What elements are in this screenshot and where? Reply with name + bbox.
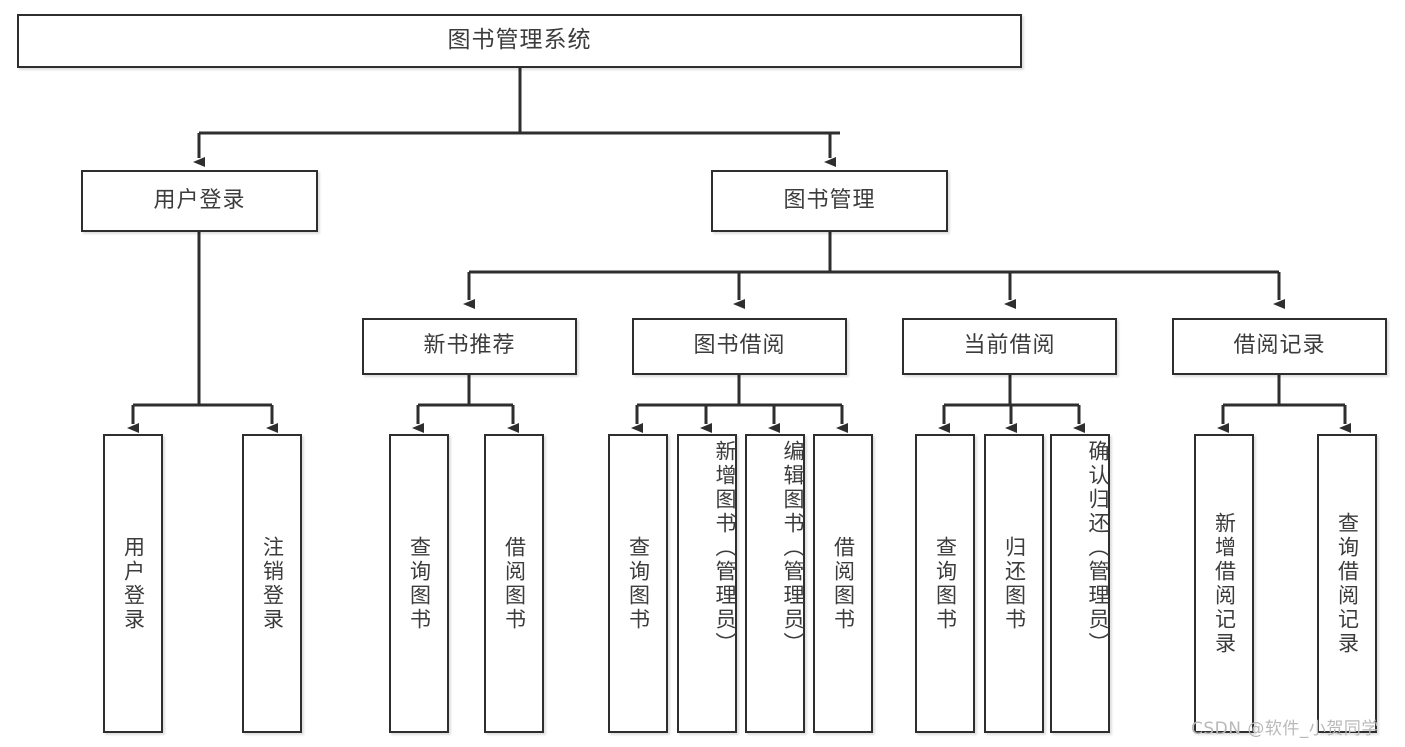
node-current-borrow[interactable]: 当前借阅 [902, 318, 1117, 375]
node-user-login[interactable]: 用户登录 [81, 170, 318, 232]
leaf-record-add-record[interactable]: 新增借阅记录 [1194, 434, 1254, 733]
leaf-record-query-record[interactable]: 查询借阅记录 [1317, 434, 1377, 733]
leaf-user-login-logout[interactable]: 注销登录 [242, 434, 302, 733]
leaf-recommend-query-book[interactable]: 查询图书 [389, 434, 449, 733]
leaf-borrow-add-book-admin[interactable]: 新增图书（管理员） [677, 434, 737, 733]
leaf-user-login-login[interactable]: 用户登录 [103, 434, 163, 733]
csdn-watermark: CSDN @软件_小贺同学 [1191, 719, 1379, 739]
node-book-management[interactable]: 图书管理 [711, 170, 948, 232]
node-new-book-recommend[interactable]: 新书推荐 [362, 318, 577, 375]
leaf-borrow-edit-book-admin[interactable]: 编辑图书（管理员） [745, 434, 805, 733]
leaf-borrow-borrow-book[interactable]: 借阅图书 [813, 434, 873, 733]
leaf-current-confirm-return-admin[interactable]: 确认归还（管理员） [1050, 434, 1110, 733]
leaf-borrow-query-book[interactable]: 查询图书 [608, 434, 668, 733]
node-root-system[interactable]: 图书管理系统 [17, 14, 1022, 68]
node-book-borrow[interactable]: 图书借阅 [632, 318, 847, 375]
leaf-recommend-borrow-book[interactable]: 借阅图书 [484, 434, 544, 733]
leaf-current-return-book[interactable]: 归还图书 [984, 434, 1044, 733]
node-borrow-record[interactable]: 借阅记录 [1172, 318, 1387, 375]
leaf-current-query-book[interactable]: 查询图书 [915, 434, 975, 733]
